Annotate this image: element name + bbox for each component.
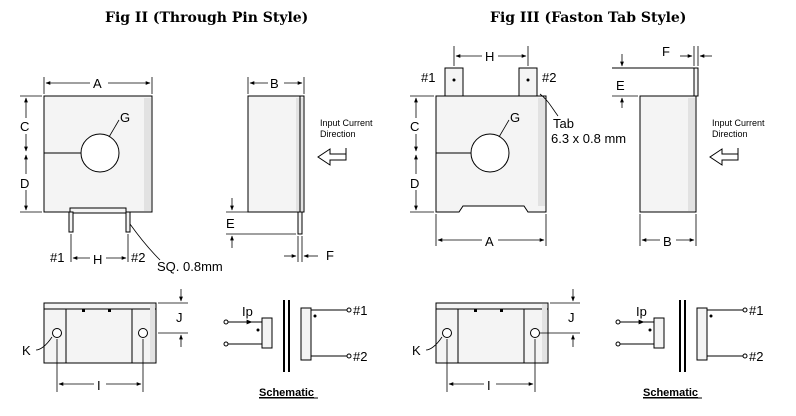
fig2-dim-b: B (270, 76, 279, 91)
fig2-bottom-body (43, 302, 157, 364)
fig3-tab-label: Tab (553, 116, 574, 131)
fig3-input-current-label: Input Current (712, 118, 765, 128)
fig3-dim-d: D (410, 176, 419, 191)
fig2-schematic-pin2: #2 (353, 349, 367, 364)
fig3-dim-e: E (616, 78, 625, 93)
fig2-dim-g: G (120, 110, 130, 125)
fig2-side-body (247, 95, 305, 213)
fig2-pin-size-note: SQ. 0.8mm (157, 259, 223, 274)
fig3-dim-a: A (485, 234, 494, 249)
fig2-dim-j: J (176, 310, 183, 325)
fig2-bottom-view: J K I (22, 289, 188, 393)
fig3-aperture-g (470, 133, 510, 173)
fig2-dim-k: K (22, 343, 31, 358)
fig2-front-view: A C D G H #1 #2 SQ. 0.8mm (18, 74, 223, 274)
fig3-side-view: F E B Input Current Direction (612, 44, 765, 249)
fig3-dim-b: B (663, 234, 672, 249)
fig3-schematic-title: Schematic (643, 387, 698, 399)
fig2-front-shade (144, 98, 151, 211)
fig3-schematic-secondary (696, 307, 708, 361)
fig3-dim-i: I (487, 378, 491, 393)
fig3-dim-k: K (412, 343, 421, 358)
fig2-dim-e: E (226, 216, 235, 231)
fig2-schematic-pin1: #1 (353, 303, 367, 318)
fig3-dim-g: G (510, 110, 520, 125)
fig2-side-pin (297, 211, 303, 235)
fig3-tab-2 (518, 67, 538, 97)
fig3-pin1-label: #1 (421, 70, 435, 85)
fig2-dim-d: D (20, 176, 29, 191)
fig3-dim-j: J (568, 310, 575, 325)
fig2-dim-c: C (20, 119, 29, 134)
fig3-bottom-view: J K I (412, 289, 580, 393)
fig3-tab-1 (444, 67, 464, 97)
fig2-pin2-label: #2 (131, 250, 145, 265)
fig3-dim-h: H (485, 49, 494, 64)
fig3-bottom-hole-2 (530, 328, 540, 338)
fig2-bottom-hole-2 (138, 328, 148, 338)
fig2-dim-i: I (97, 378, 101, 393)
fig3-input-direction-arrow (709, 148, 739, 166)
fig2-schematic-primary (261, 317, 273, 349)
fig3-pin2-label: #2 (542, 70, 556, 85)
fig2-pin-base (69, 207, 127, 214)
fig2-aperture-g (80, 133, 120, 173)
fig2-pin1-label: #1 (50, 250, 64, 265)
fig2-dim-f: F (326, 248, 334, 263)
fig2-input-current-label: Input Current (320, 118, 373, 128)
fig2-dim-a: A (93, 76, 102, 91)
fig2-pin-2 (125, 211, 131, 233)
fig2-schematic-secondary (300, 307, 312, 361)
fig2-side-view: B E F Input Current Direction (226, 74, 373, 263)
fig2-input-direction-label: Direction (320, 129, 356, 139)
fig3-dim-f: F (662, 44, 670, 59)
fig3-bottom-body (435, 302, 549, 364)
fig3-tab-size: 6.3 x 0.8 mm (551, 131, 626, 146)
fig3-side-body (639, 95, 697, 213)
fig3-schematic-ip: Ip (636, 304, 647, 319)
fig3-schematic-pin1: #1 (749, 303, 763, 318)
fig2-dim-h: H (93, 252, 102, 267)
fig3-schematic: Ip #1 #2 Schematic (615, 300, 763, 399)
fig3-front-view: H #1 #2 Tab 6.3 x 0.8 mm C D G A (408, 46, 626, 249)
fig3-dim-c: C (410, 119, 419, 134)
fig3-schematic-pin2: #2 (749, 349, 763, 364)
fig2-schematic-title: Schematic (259, 387, 314, 399)
fig2-input-direction-arrow (317, 148, 347, 166)
fig3-input-direction-label: Direction (712, 129, 748, 139)
fig3-schematic-primary (653, 317, 665, 349)
fig2-pin-1 (68, 211, 74, 233)
fig3-bottom-hole-1 (442, 328, 452, 338)
fig2-title: Fig II (Through Pin Style) (105, 10, 308, 26)
fig2-schematic-ip: Ip (242, 304, 253, 319)
fig3-title: Fig III (Faston Tab Style) (490, 10, 686, 26)
fig3-side-tab (693, 67, 699, 97)
fig2-schematic: Ip #1 #2 Schematic (223, 300, 367, 399)
fig2-bottom-hole-1 (52, 328, 62, 338)
